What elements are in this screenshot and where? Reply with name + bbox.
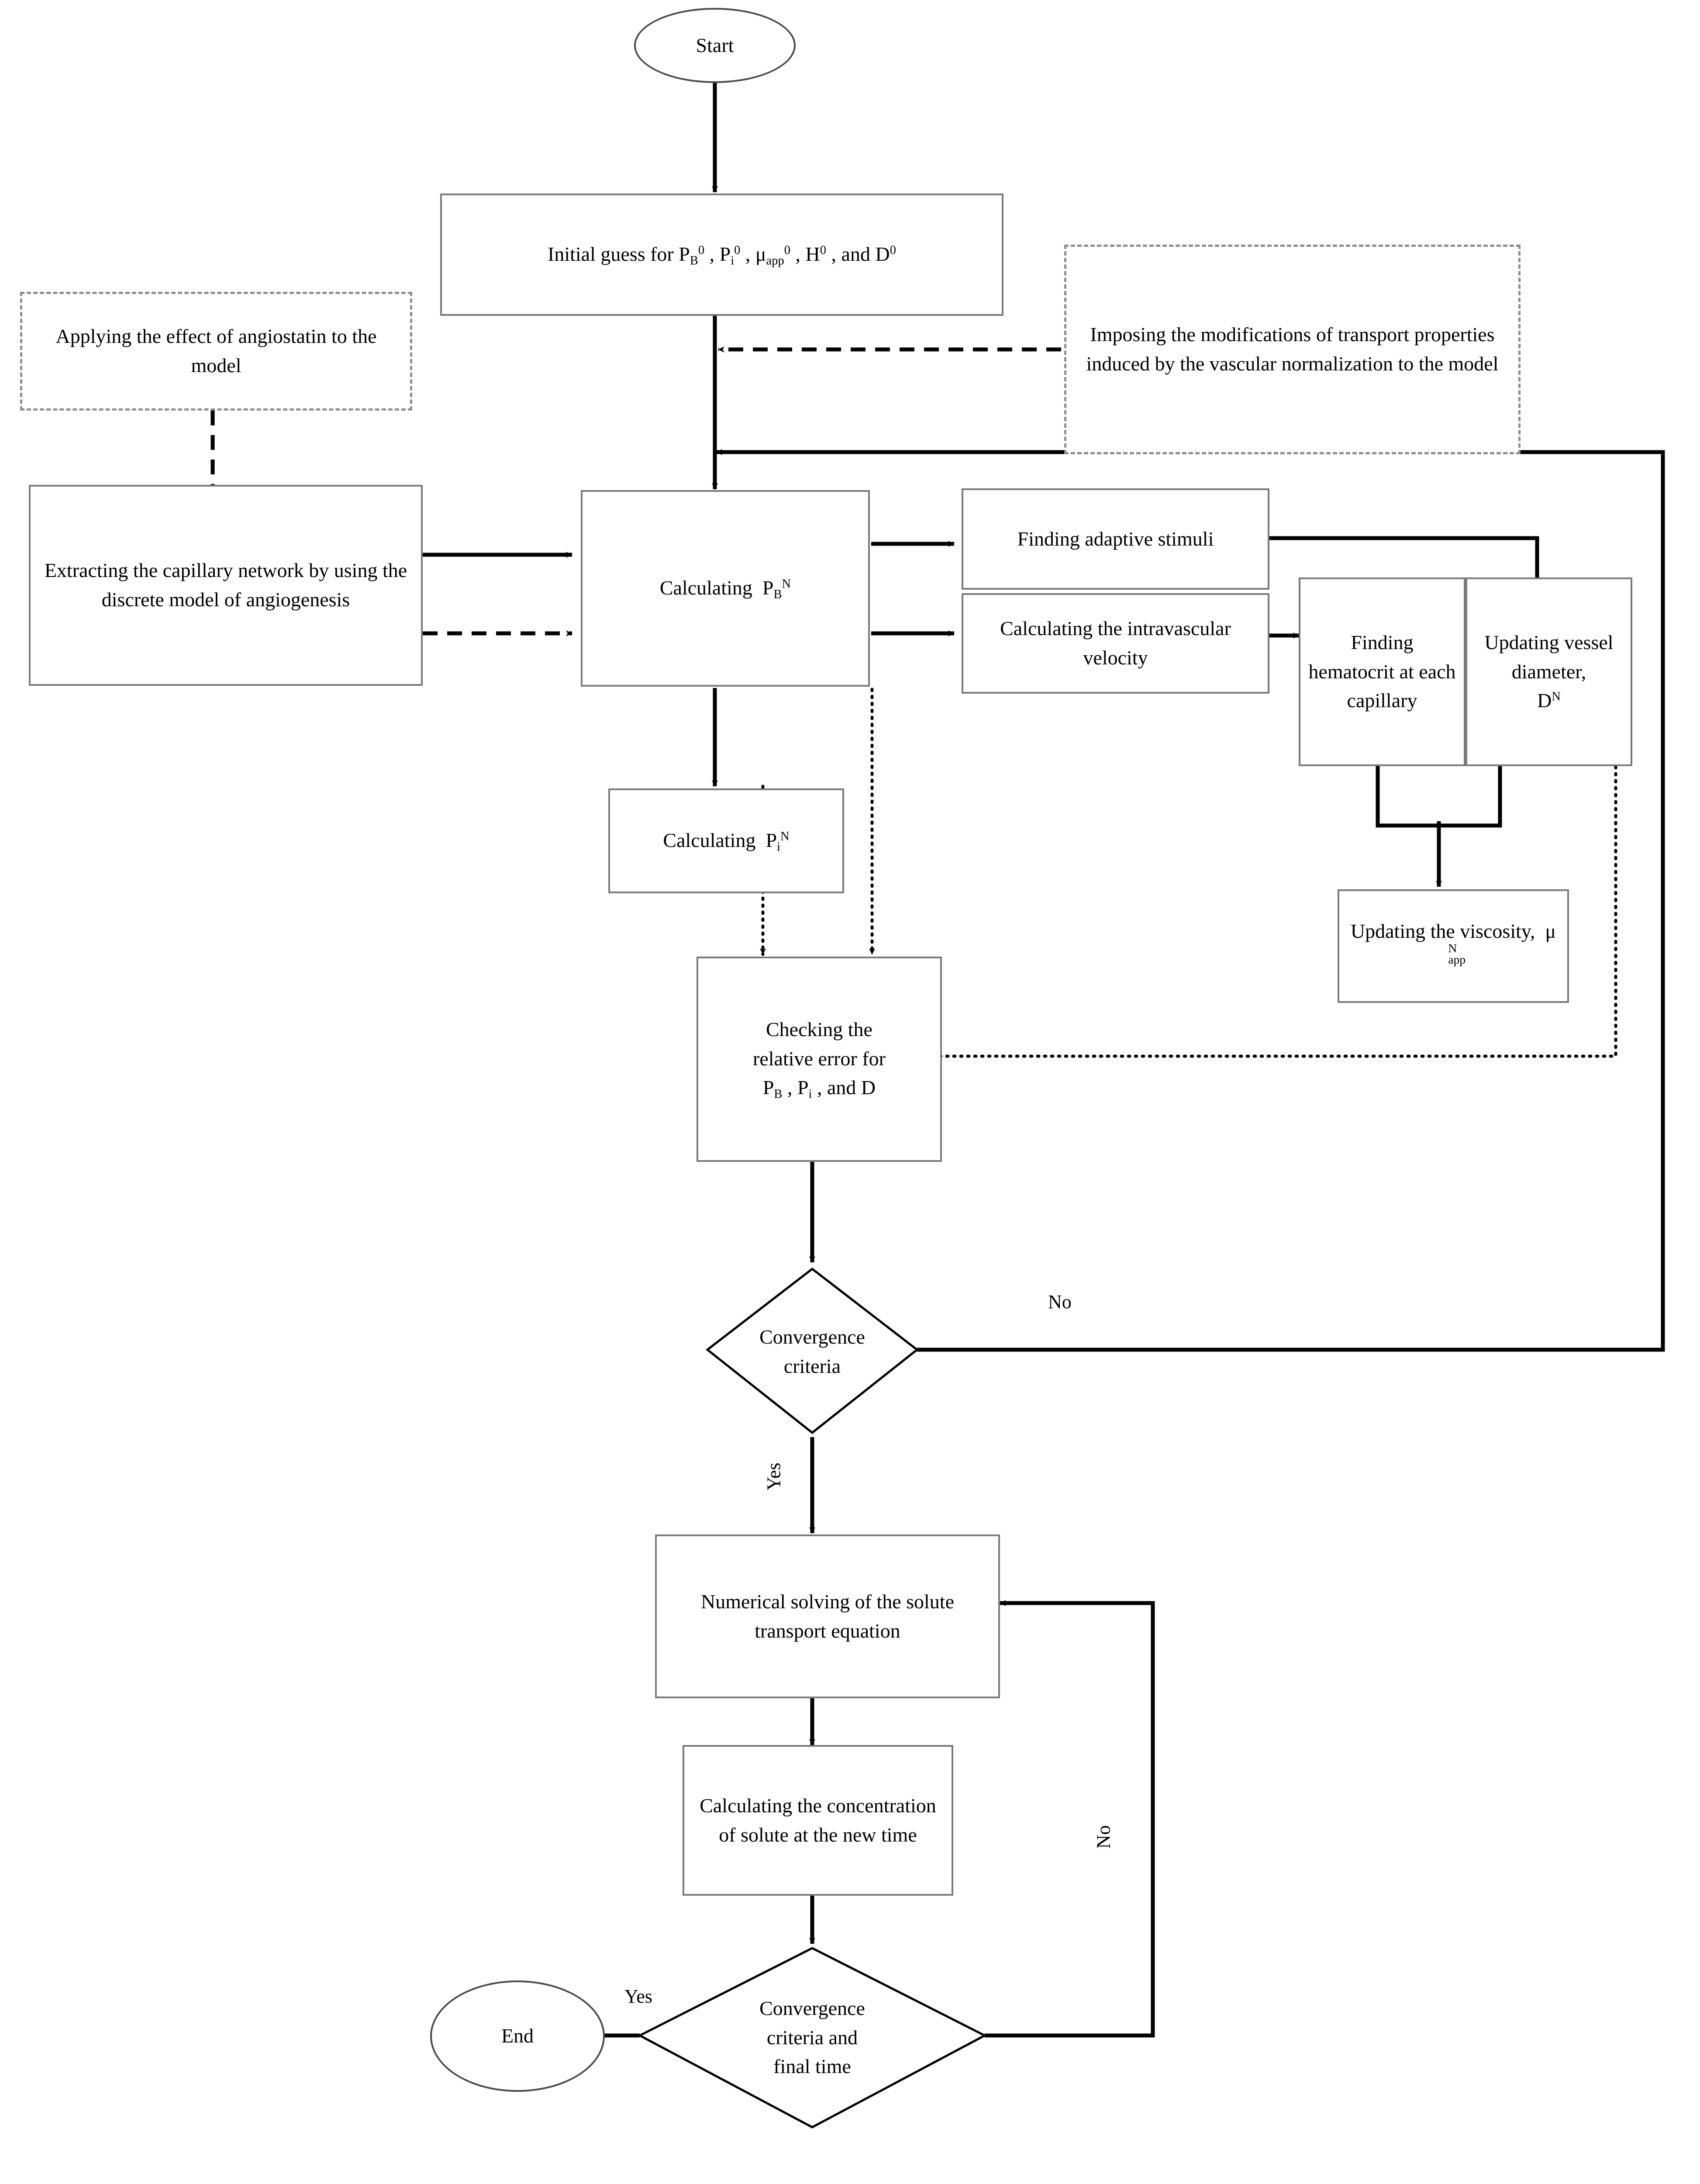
node-imposing-normalization[interactable]: Imposing the modifications of transport … <box>1064 245 1521 454</box>
node-end[interactable]: End <box>430 1980 605 2092</box>
node-finding-adaptive-stimuli-label: Finding adaptive stimuli <box>1017 527 1214 550</box>
convergence2-line3: final time <box>773 2055 851 2078</box>
edge-label-no-upper: No <box>1048 1291 1072 1313</box>
node-extracting-network-label: Extracting the capillary network by usin… <box>44 559 407 611</box>
node-initial-guess[interactable]: Initial guess for PB0 , Pi0 , μapp0 , H0… <box>440 194 1003 316</box>
node-calculating-pb-label: Calculating PBN <box>659 576 791 601</box>
node-checking-relative-error[interactable]: Checking the relative error for PB , Pi … <box>697 957 942 1162</box>
node-imposing-normalization-label: Imposing the modifications of transport … <box>1086 323 1499 375</box>
node-numerical-solving-label: Numerical solving of the solute transpor… <box>701 1590 954 1642</box>
node-finding-hematocrit-label: Finding hematocrit at each capillary <box>1308 631 1456 712</box>
check-error-line2: relative error for <box>753 1047 886 1070</box>
node-convergence-criteria-2-label: Convergence criteria and final time <box>753 1994 871 2081</box>
initial-guess-prefix: Initial guess for <box>548 242 674 265</box>
initial-guess-conjunction: and <box>841 242 870 265</box>
check-error-conjunction: and <box>827 1076 856 1099</box>
node-intravascular-velocity-label: Calculating the intravascular velocity <box>1000 617 1231 669</box>
convergence2-line2: criteria and <box>766 2026 858 2049</box>
node-initial-guess-label: Initial guess for PB0 , Pi0 , μapp0 , H0… <box>548 242 896 268</box>
node-updating-vessel-diameter[interactable]: Updating vessel diameter, DN <box>1466 577 1632 766</box>
convergence1-line1: Convergence <box>759 1326 865 1348</box>
node-end-label: End <box>501 2025 534 2047</box>
node-finding-hematocrit[interactable]: Finding hematocrit at each capillary <box>1299 577 1466 766</box>
node-calculating-concentration-label: Calculating the concentration of solute … <box>700 1794 936 1846</box>
edge-label-yes-upper: Yes <box>763 1462 785 1491</box>
node-start-label: Start <box>696 34 734 56</box>
convergence1-line2: criteria <box>783 1355 841 1377</box>
node-numerical-solving[interactable]: Numerical solving of the solute transpor… <box>655 1534 1000 1698</box>
calculating-pi-prefix: Calculating <box>663 829 756 851</box>
check-error-line1: Checking the <box>766 1018 872 1040</box>
calculating-pb-prefix: Calculating <box>659 576 752 599</box>
viscosity-prefix: Updating the viscosity, <box>1350 920 1535 943</box>
node-applying-angiostatin[interactable]: Applying the effect of angiostatin to th… <box>20 292 412 411</box>
node-updating-vessel-diameter-label: Updating vessel diameter, DN <box>1484 631 1614 712</box>
edge-label-yes-lower: Yes <box>624 1986 653 2007</box>
node-start[interactable]: Start <box>634 8 796 83</box>
node-convergence-criteria-2[interactable]: Convergence criteria and final time <box>699 1948 926 2127</box>
vessel-diameter-prefix: Updating vessel diameter, <box>1484 631 1614 683</box>
node-checking-relative-error-label: Checking the relative error for PB , Pi … <box>753 1018 886 1101</box>
node-extracting-network[interactable]: Extracting the capillary network by usin… <box>29 485 423 686</box>
node-intravascular-velocity[interactable]: Calculating the intravascular velocity <box>962 593 1269 694</box>
node-calculating-pi[interactable]: Calculating PiN <box>608 788 844 893</box>
edge-label-no-lower: No <box>1093 1825 1114 1849</box>
node-calculating-concentration[interactable]: Calculating the concentration of solute … <box>683 1745 953 1896</box>
convergence2-line1: Convergence <box>759 1997 865 2019</box>
node-convergence-criteria-1-label: Convergence criteria <box>753 1323 871 1381</box>
node-finding-adaptive-stimuli[interactable]: Finding adaptive stimuli <box>962 488 1269 590</box>
node-calculating-pb[interactable]: Calculating PBN <box>581 490 870 687</box>
node-calculating-pi-label: Calculating PiN <box>663 829 790 854</box>
node-applying-angiostatin-label: Applying the effect of angiostatin to th… <box>55 325 377 377</box>
node-convergence-criteria-1[interactable]: Convergence criteria <box>707 1269 917 1435</box>
